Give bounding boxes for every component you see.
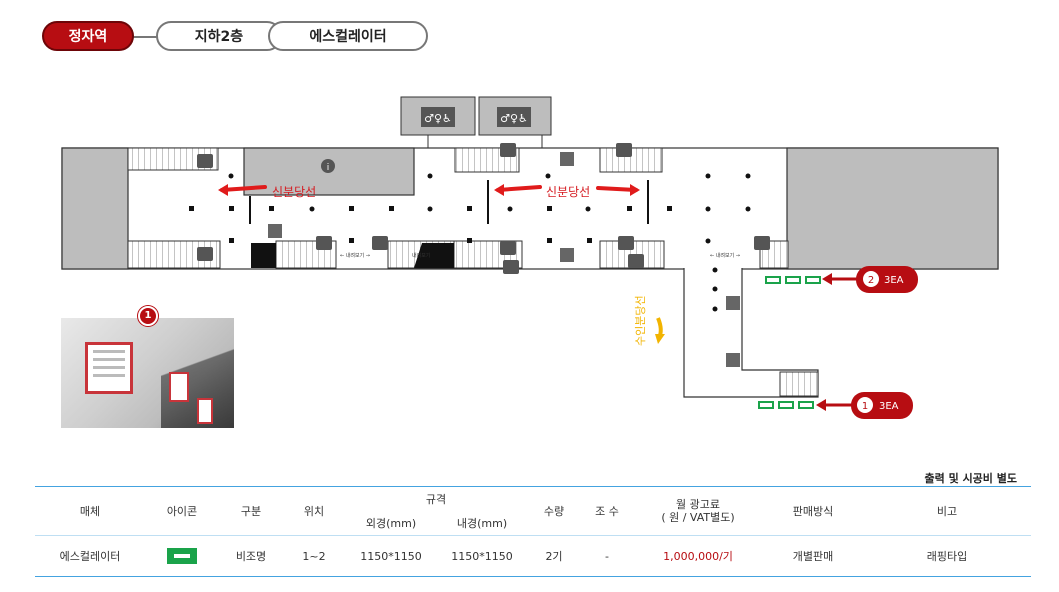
cost-note: 출력 및 시공비 별도 [924,472,1017,485]
site-photo [61,318,234,428]
col-remark: 비고 [863,486,1031,536]
col-location: 위치 [283,486,345,536]
table-row: 에스컬레이터 비조명 1~2 1150*1150 1150*1150 2기 - … [35,535,1031,577]
info-icon [321,159,335,173]
ad-frame-icon [167,548,197,564]
restroom-block: ♂♀♿ ♂♀♿ [400,96,552,148]
poster [169,372,189,402]
walk-label: ← 내려보기 → [340,252,370,259]
turnstiles [249,180,649,224]
escalator-bands [127,147,819,397]
cell-price: 1,000,000/기 [633,535,763,577]
cell-sale: 개별판매 [763,535,863,577]
col-outer: 외경(mm) [365,517,417,530]
floor-map: ♂♀♿ ♂♀♿ [61,96,999,419]
col-sale: 판매방식 [763,486,863,536]
route-label: 신분당선 [546,185,590,199]
walk-label: ← 내려보기 → [710,252,740,259]
cell-remark: 래핑타입 [863,535,1031,577]
svg-text:♂♀♿: ♂♀♿ [424,112,452,125]
breadcrumb: 정자역 지하2층 에스컬레이터 [42,21,442,53]
marker-number: 1 [862,401,868,412]
marker-qty: 3EA [884,275,904,286]
marker-qty: 3EA [879,401,899,412]
col-price: 월 광고료 ( 원 / VAT별도) [633,486,763,536]
cell-icon [145,535,219,577]
escalator-icon [197,143,770,274]
col-spec: 규격 [345,486,527,511]
cell-inner: 1150*1150 [437,535,527,577]
marker-1[interactable]: 1 3EA [816,392,913,419]
ad-slots-1[interactable] [758,401,814,409]
marker-number: 2 [868,275,874,286]
svg-text:i: i [327,163,330,173]
route-label: 신분당선 [272,185,316,199]
route-arrow [220,185,638,192]
connector-line [132,36,158,38]
route-arrowheads [218,184,640,196]
col-faces: 조 수 [581,486,633,536]
col-inner: 내경(mm) [456,517,508,530]
walk-label: 내려보기 [412,252,430,259]
col-icon: 아이콘 [145,486,219,536]
cell-location: 1~2 [283,535,345,577]
poster [85,342,133,394]
breadcrumb-station[interactable]: 정자역 [42,21,134,51]
elevator-icon [268,152,740,367]
ad-slots-2[interactable] [765,276,821,284]
col-type: 구분 [219,486,283,536]
cell-faces: - [581,535,633,577]
cell-qty: 2기 [527,535,581,577]
poster [197,398,213,424]
svg-text:♂♀♿: ♂♀♿ [500,112,528,125]
photo-pin: 1 [138,306,158,326]
spec-table: 매체 아이콘 구분 위치 규격 수량 조 수 월 광고료 ( 원 / VAT별도… [35,486,1031,577]
breadcrumb-media[interactable]: 에스컬레이터 [268,21,428,51]
pillars [189,173,751,312]
route-label-yellow: 수인분당선 [634,295,647,346]
col-media: 매체 [35,486,145,536]
cell-media: 에스컬레이터 [35,535,145,577]
cell-type: 비조명 [219,535,283,577]
col-qty: 수량 [527,486,581,536]
cell-outer: 1150*1150 [345,535,437,577]
marker-2[interactable]: 2 3EA [822,266,918,293]
